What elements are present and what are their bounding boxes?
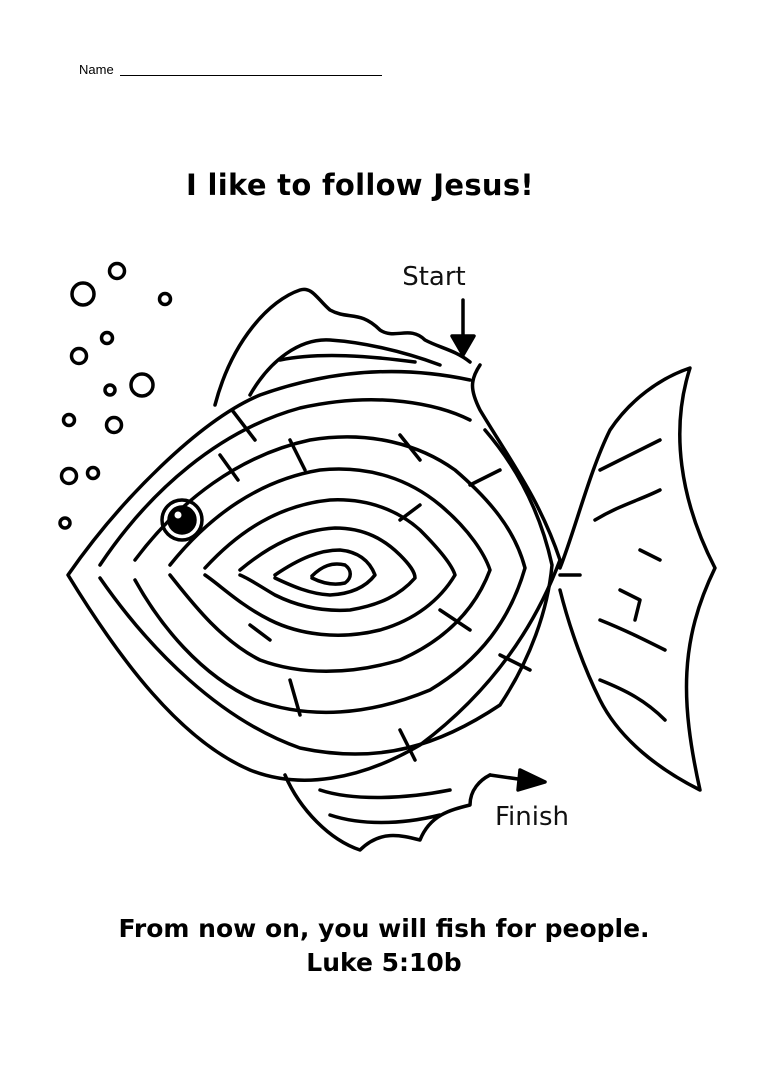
verse-reference: Luke 5:10b (306, 948, 462, 977)
eye-icon (160, 498, 204, 542)
bubbles-icon (58, 261, 173, 530)
name-label: Name (79, 62, 114, 77)
finish-label: Finish (495, 802, 569, 832)
start-label: Start (402, 262, 466, 292)
verse-text: From now on, you will fish for people. (118, 914, 650, 943)
maze-walls (98, 398, 554, 762)
finish-arrow-icon (488, 768, 547, 792)
fish-body (66, 363, 562, 782)
verse-block: From now on, you will fish for people. L… (0, 912, 768, 980)
name-blank-line[interactable] (119, 75, 382, 76)
dorsal-fin (213, 287, 472, 407)
start-arrow-icon (450, 298, 476, 357)
name-field[interactable]: Name (79, 62, 382, 77)
page-title: I like to follow Jesus! (186, 168, 534, 202)
bottom-fin (283, 773, 492, 852)
tail-fin (558, 366, 717, 792)
